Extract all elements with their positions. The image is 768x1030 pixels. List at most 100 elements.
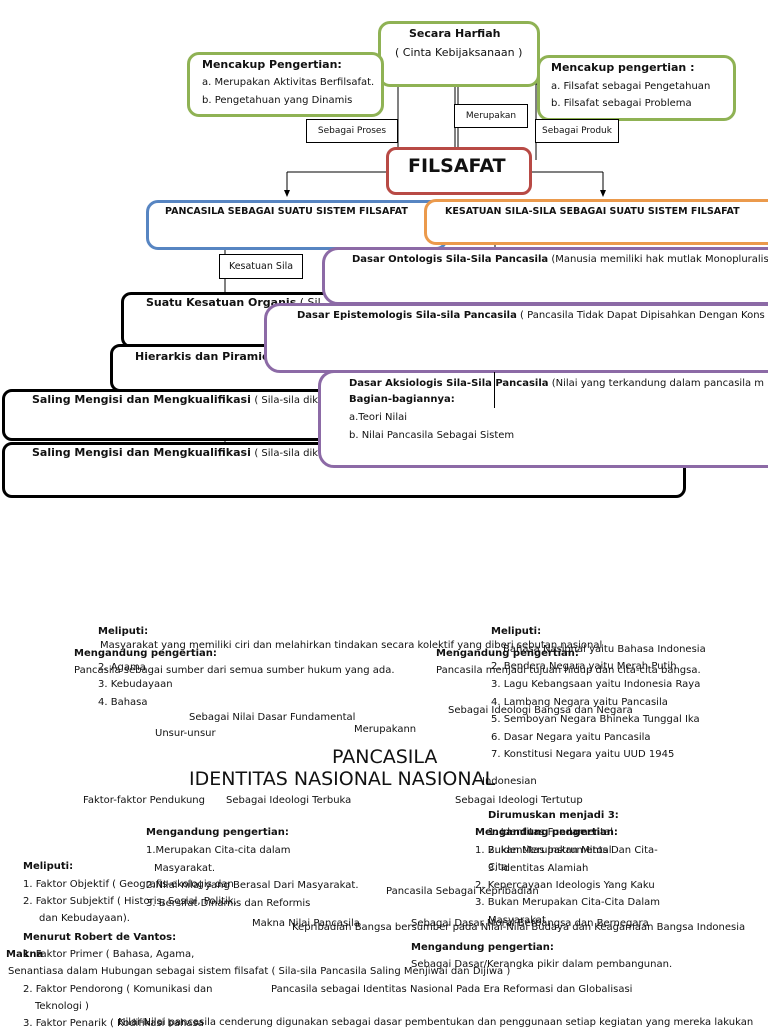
- dasar-ontologis-text: Dasar Ontologis Sila-Sila Pancasila (Man…: [352, 253, 768, 266]
- cita-cita-line-2: Masyarakat.: [154, 863, 216, 874]
- meliputi-lower-left-label: Meliputi:: [23, 861, 74, 872]
- sebagai-proses-label: Sebagai Proses: [306, 119, 398, 143]
- agama-item: 2. Agama: [98, 662, 146, 673]
- makna-nilai-label: Makna Nilai Pancasila: [252, 918, 360, 929]
- identitas-alamiah-item: 3. Identitas Alamiah: [488, 863, 589, 874]
- semboyan-item: 5. Semboyan Negara Bhineka Tunggal Ika: [491, 714, 700, 725]
- teori-nilai-text: a.Teori Nilai: [349, 412, 407, 423]
- saling-mengisi-text-2: Saling Mengisi dan Mengkualifikasi ( Sil…: [32, 446, 318, 460]
- teknologi-item: Teknologi ): [35, 1001, 89, 1012]
- kepercayaan-ideologis-item: 2. Kepercayaan Ideologis Yang Kaku: [475, 880, 655, 891]
- pancasila-title: PANCASILA: [332, 746, 438, 768]
- senantiasa-line: Senantiasa dalam Hubungan sebagai sistem…: [8, 966, 511, 977]
- bahasa-item: 4. Bahasa: [98, 697, 148, 708]
- aksiologis-connector: [494, 372, 495, 408]
- secara-harfiah-title: Secara Harfiah: [409, 27, 501, 40]
- nilai-dasar-fundamental-label: Sebagai Nilai Dasar Fundamental: [189, 712, 356, 723]
- kesatuan-organis-label: Suatu Kesatuan Organis: [146, 296, 297, 309]
- secara-harfiah-box: [378, 21, 540, 87]
- tujuan-hidup-text: Pancasila menjadi tujuan hidup dan cita-…: [436, 665, 701, 676]
- bendera-item: 2. Bendera Negara yaitu Merah Putih: [491, 661, 677, 672]
- kebudayaan-item: 3. Kebudayaan: [98, 679, 173, 690]
- filsafat-box: [386, 147, 532, 195]
- faktor-primer-item: 1. Faktor Primer ( Bahasa, Agama,: [23, 949, 195, 960]
- bahasa-indonesia-item: Bahasa Nasional yaitu Bahasa Indonesia: [503, 644, 706, 655]
- mencakup-pengertian-left-title: Mencakup Pengertian:: [202, 58, 342, 71]
- dasar-epistemologis-label: Dasar Epistemologis Sila-sila Pancasila: [297, 310, 517, 321]
- mencakup-pengertian-right-box: [537, 55, 736, 121]
- nilai-pancasila-sistem-text: b. Nilai Pancasila Sebagai Sistem: [349, 430, 515, 441]
- masyarakat-kolektif-text: Masyarakat yang memiliki ciri dan melahi…: [100, 640, 603, 651]
- bukan-cita-cita-item: 3. Bukan Merupakan Cita-Cita Dalam: [475, 897, 661, 908]
- mengandung-pengertian-right-3: Mengandung pengertian:: [411, 942, 554, 953]
- mengandung-pengertian-right-2: Mengandung pengertian:: [475, 827, 618, 838]
- dasar-epistemologis-rest: ( Pancasila Tidak Dapat Dipisahkan Denga…: [520, 310, 765, 321]
- cita-right-item: Cita: [488, 862, 508, 873]
- saling-mengisi-text-1: Saling Mengisi dan Mengkualifikasi ( Sil…: [32, 393, 318, 407]
- makna-left-label: Makna: [6, 949, 44, 960]
- identitas-nasional-title: IDENTITAS NASIONAL NASIONAL: [189, 768, 496, 790]
- faktor-pendorong-item: 2. Faktor Pendorong ( Komunikasi dan: [23, 984, 213, 995]
- filsafat-pengetahuan-text: a. Filsafat sebagai Pengetahuan: [551, 81, 711, 92]
- saling-mengisi-rest-2: ( Sila-sila dik: [254, 448, 319, 459]
- unsur-unsur-label: Unsur-unsur: [155, 728, 216, 739]
- dasar-epistemologis-text: Dasar Epistemologis Sila-sila Pancasila …: [297, 309, 765, 322]
- bagian-bagiannya-text: Bagian-bagiannya:: [349, 394, 455, 405]
- pengetahuan-dinamis-text: b. Pengetahuan yang Dinamis: [202, 95, 353, 106]
- robert-de-vantos-label: Menurut Robert de Vantos:: [23, 932, 177, 943]
- sebagai-produk-label: Sebagai Produk: [535, 119, 619, 143]
- bukan-mitos-item: 1. Bukan Merupakan Mitos Dan Cita-: [475, 845, 658, 856]
- nilai-cenderung-line: Nilai-Nilai pancasila cenderung digunaka…: [118, 1017, 754, 1028]
- aktivitas-berfilsafat-text: a. Merupakan Aktivitas Berfilsafat.: [202, 77, 375, 88]
- indonesian-label: Indonesian: [482, 776, 537, 787]
- faktor-subjektif-item: 2. Faktor Subjektif ( Historis, Sosial, …: [23, 896, 237, 907]
- sumber-hukum-text: Pancasila sebagai sumber dari semua sumb…: [74, 665, 395, 676]
- saling-mengisi-rest-1: ( Sila-sila dik: [254, 395, 319, 406]
- lambang-negara-item: 4. Lambang Negara yaitu Pancasila: [491, 697, 668, 708]
- filsafat-problema-text: b. Filsafat sebagai Problema: [551, 98, 692, 109]
- identitas-fundamental-item: 1. Identitas Fundamental: [488, 827, 614, 838]
- dasar-aksiologis-rest: (Nilai yang terkandung dalam pancasila m: [551, 378, 765, 389]
- dasar-epistemologis-box: [264, 303, 768, 373]
- hierarkis-piramidal-text: Hierarkis dan Piramid: [135, 350, 270, 363]
- ideologi-bangsa-label: Sebagai Ideologi Bangsa dan Negara: [448, 705, 633, 716]
- konstitusi-item: 7. Konstitusi Negara yaitu UUD 1945: [491, 749, 675, 760]
- kesatuan-sila-label: Kesatuan Sila: [219, 254, 303, 279]
- kerangka-pikir-text: Sebagai Dasar/Kerangka pikir dalam pemba…: [411, 959, 673, 970]
- kesatuan-sila-sistem-box: [424, 199, 768, 245]
- cinta-kebijaksanaan-text: ( Cinta Kebijaksanaan ): [395, 46, 523, 59]
- dasar-ontologis-rest: (Manusia memiliki hak mutlak Monoplurali…: [551, 254, 768, 265]
- cita-cita-line-4: 3. Bersifat Dinamis dan Reformis: [146, 898, 311, 909]
- pancasila-sistem-filsafat-text: PANCASILA SEBAGAI SUATU SISTEM FILSAFAT: [165, 206, 408, 217]
- dasar-aksiologis-label: Dasar Aksiologis Sila-Sila Pancasila: [349, 378, 549, 389]
- mengandung-pengertian-left-1: Mengandung pengertian:: [74, 648, 217, 659]
- era-reformasi-label: Pancasila sebagai Identitas Nasional Pad…: [271, 984, 633, 995]
- faktor-subjektif-cont: dan Kebudayaan).: [39, 913, 130, 924]
- merupakan-label: Merupakan: [454, 104, 528, 128]
- identitas-instrumental-item: 2. Identitas Instrumental: [488, 845, 612, 856]
- saling-mengisi-label-2: Saling Mengisi dan Mengkualifikasi: [32, 446, 251, 459]
- masyarakat-right-item: Masyarakat: [488, 915, 546, 926]
- dasar-aksiologis-box: [318, 370, 768, 468]
- dasar-negara-item: 6. Dasar Negara yaitu Pancasila: [491, 732, 651, 743]
- saling-mengisi-label-1: Saling Mengisi dan Mengkualifikasi: [32, 393, 251, 406]
- kepribadian-label: Pancasila Sebagai Kepribadian: [386, 886, 539, 897]
- faktor-objektif-item: 1. Faktor Objektif ( Geografis-ekologis …: [23, 879, 234, 890]
- dasar-moral-label: Sebagai Dasar Moral Berbangsa dan Berneg…: [411, 918, 649, 929]
- kepribadian-bangsa-line: Kepribadian Bangsa bersumber pada Nilai-…: [292, 922, 746, 933]
- mengandung-pengertian-right-1: Mengandung pengertian:: [436, 648, 579, 659]
- cita-cita-line-3: 2.Nilai-nilai yang Berasal Dari Masyarak…: [146, 880, 359, 891]
- meliputi-left-label: Meliputi:: [98, 626, 149, 637]
- mencakup-pengertian-left-box: [187, 52, 384, 117]
- dasar-ontologis-box: [322, 247, 768, 305]
- mengandung-pengertian-middle: Mengandung pengertian:: [146, 827, 289, 838]
- mencakup-pengertian-right-title: Mencakup pengertian :: [551, 61, 695, 74]
- dasar-aksiologis-text: Dasar Aksiologis Sila-Sila Pancasila (Ni…: [349, 377, 764, 390]
- lagu-kebangsaan-item: 3. Lagu Kebangsaan yaitu Indonesia Raya: [491, 679, 701, 690]
- dasar-ontologis-label: Dasar Ontologis Sila-Sila Pancasila: [352, 254, 549, 265]
- pancasila-sistem-filsafat-box: [146, 200, 448, 250]
- merupakann-label: Merupakann: [354, 724, 417, 735]
- meliputi-right-label: Meliputi:: [491, 626, 542, 637]
- cita-cita-line-1: 1.Merupakan Cita-cita dalam: [146, 845, 291, 856]
